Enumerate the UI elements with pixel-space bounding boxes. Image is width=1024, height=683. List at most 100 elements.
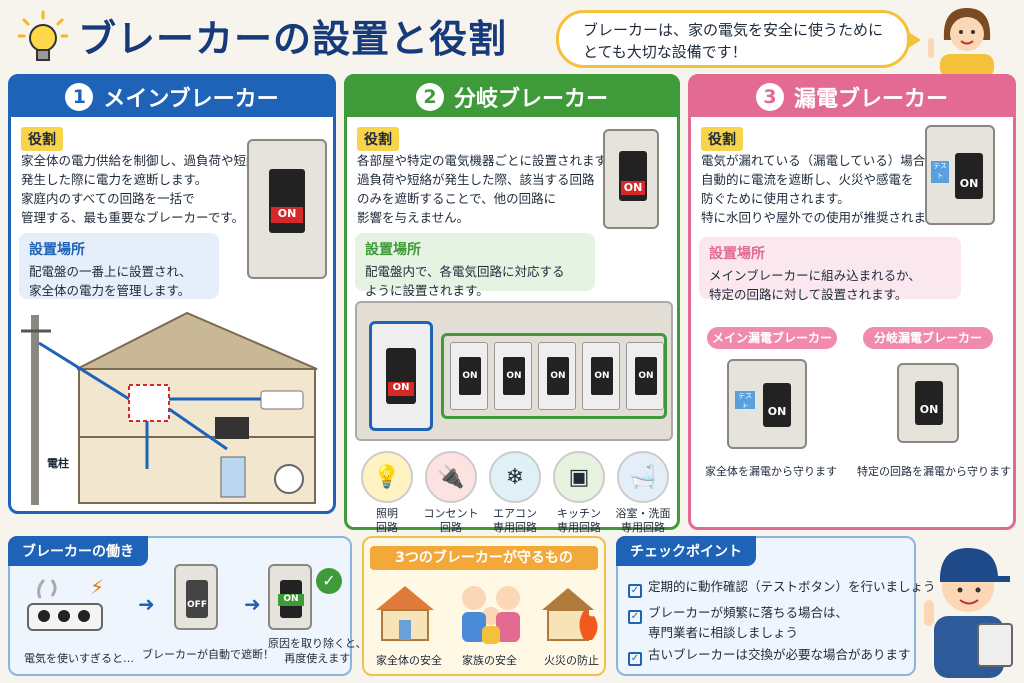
leak-role-text: 電気が漏れている（漏電している）場合に 自動的に電流を遮断し、火災や感電を 防ぐ… xyxy=(701,151,950,227)
breaker-switch: ON xyxy=(591,357,613,395)
text-line: 照明 xyxy=(376,507,398,520)
circuit-icon: 🛁 xyxy=(617,451,669,503)
text-line: 古いブレーカーは交換が必要な場合があります xyxy=(648,647,911,662)
test-button: テスト xyxy=(931,161,949,183)
breaker-switch: ON xyxy=(459,357,481,395)
arrow-icon: ➜ xyxy=(244,592,261,616)
place-tag: 設置場所 xyxy=(365,242,421,258)
text-line: 専用回路 xyxy=(493,521,537,534)
text-line: のみを遮断することで、他の回路に xyxy=(357,191,557,206)
circuit-label: 浴室・洗面専用回路 xyxy=(607,507,679,535)
circuit-label: 照明回路 xyxy=(351,507,423,535)
branch-breaker-unit: ON xyxy=(494,342,532,410)
family-icon xyxy=(462,586,520,644)
text-line: 専用回路 xyxy=(557,521,601,534)
checkbox-icon: ✓ xyxy=(628,610,642,624)
text-line: 家全体の電力供給を制御し、過負荷や短絡が xyxy=(21,153,272,168)
text-line: 自動的に電流を遮断し、火災や感電を xyxy=(701,172,914,187)
text-line: キッチン xyxy=(557,507,601,520)
test-button: テスト xyxy=(735,391,755,410)
branch-breaker-title: 分岐ブレーカー xyxy=(453,87,608,112)
text-line: 家全体の電力を管理します。 xyxy=(29,283,191,298)
text-line: 家庭内のすべての回路を一括で xyxy=(21,191,195,206)
protection-box: 3つのブレーカーが守るもの 家全体の安全 家族の安全 火災の防止 xyxy=(362,536,606,676)
protect-item-2: 家族の安全 xyxy=(462,654,517,667)
breaker-switch xyxy=(955,153,983,199)
leakage-breaker-header: 3 漏電ブレーカー xyxy=(691,77,1013,117)
breaker-on-illustration: ON xyxy=(268,564,312,630)
breaker-switch xyxy=(763,383,791,427)
leakage-breaker-panel: 3 漏電ブレーカー 役割 電気が漏れている（漏電している）場合に 自動的に電流を遮… xyxy=(688,74,1016,530)
circuit-label: エアコン専用回路 xyxy=(479,507,551,535)
panel-number: 2 xyxy=(415,83,444,111)
speech-bubble: ブレーカーは、家の電気を安全に使うために とても大切な設備です！ xyxy=(556,10,921,68)
text-line: ブレーカーが頻繁に落ちる場合は、 xyxy=(648,605,849,620)
checkpoint-item: ✓ 古いブレーカーは交換が必要な場合があります xyxy=(628,646,911,666)
branch-leak-breaker-illustration: ON xyxy=(897,363,959,443)
check-icon: ✓ xyxy=(316,568,342,594)
role-tag: 役割 xyxy=(701,127,743,151)
branch-breaker-unit: ON xyxy=(538,342,576,410)
branch-breaker-header: 2 分岐ブレーカー xyxy=(347,77,677,117)
protection-title: 3つのブレーカーが守るもの xyxy=(370,546,598,570)
breaker-function-box: ブレーカーの働き ⚡ ➜ OFF ➜ ON ✓ 電気を使いすぎると… ブレーカー… xyxy=(8,536,367,676)
leak-breaker-illustration: テスト ON xyxy=(925,125,995,225)
branch-place-box: 設置場所 配電盤内で、各電気回路に対応する ように設置されます。 xyxy=(355,233,595,298)
text-line: 配電盤内で、各電気回路に対応する xyxy=(365,264,565,279)
circuit-label: キッチン専用回路 xyxy=(543,507,615,535)
arrow-icon: ➜ xyxy=(138,592,155,616)
checkpoint-box: チェックポイント ✓定期的に動作確認（テストボタン）を行いましょう ✓ブレーカー… xyxy=(616,536,936,676)
panel-number: 3 xyxy=(755,83,784,111)
fire-house-icon xyxy=(542,588,598,641)
breaker-switch xyxy=(186,580,208,618)
main-leak-breaker-illustration: テスト ON xyxy=(727,359,807,449)
branch-breaker-unit: ON xyxy=(450,342,488,410)
text-line: 影響を与えません。 xyxy=(357,210,470,225)
branch-leak-breaker-label: 分岐漏電ブレーカー xyxy=(863,327,993,349)
circuit-label: コンセント回路 xyxy=(415,507,487,535)
main-breaker-slot: ON xyxy=(369,321,433,431)
breaker-switch: ON xyxy=(547,357,569,395)
leakage-breaker-title: 漏電ブレーカー xyxy=(793,87,948,112)
leak-place-box: 設置場所 メインブレーカーに組み込まれるか、 特定の回路に対して設置されます。 xyxy=(699,237,961,302)
main-breaker-illustration: ON xyxy=(247,139,327,279)
circuit-icon: 🔌 xyxy=(425,451,477,503)
branch-role-text: 各部屋や特定の電気機器ごとに設置されます。 過負荷や短絡が発生した際、該当する回… xyxy=(357,151,618,227)
main-breaker-title: メインブレーカー xyxy=(103,87,279,112)
step3-caption: 原因を取り除くと、再度使えます xyxy=(268,636,367,666)
checkbox-icon: ✓ xyxy=(628,652,642,666)
overloaded-outlet-icon: ⚡ xyxy=(27,575,104,631)
on-indicator: ON xyxy=(919,403,939,416)
step2-caption: ブレーカーが自動で遮断！ xyxy=(142,648,274,661)
house-illustration xyxy=(21,311,318,505)
checkpoint-item: ✓定期的に動作確認（テストボタン）を行いましょう xyxy=(628,578,936,598)
circuit-icon: 💡 xyxy=(361,451,413,503)
branch-breaker-unit: ON xyxy=(582,342,620,410)
text-line: 管理する、最も重要なブレーカーです。 xyxy=(21,210,245,225)
text-line: 電気が漏れている（漏電している）場合に xyxy=(701,153,938,168)
text-line: 各部屋や特定の電気機器ごとに設置されます。 xyxy=(357,153,619,168)
svg-text:⚡: ⚡ xyxy=(90,575,104,599)
main-role-text: 家全体の電力供給を制御し、過負荷や短絡が 発生した際に電力を遮断します。 家庭内… xyxy=(21,151,271,227)
text-line: 定期的に動作確認（テストボタン）を行いましょう xyxy=(648,579,936,594)
text-line: 特定の回路に対して設置されます。 xyxy=(709,287,908,302)
pole-label: 電柱 xyxy=(47,457,69,470)
text-line: 過負荷や短絡が発生した際、該当する回路 xyxy=(357,172,595,187)
text-line: 専門業者に相談しましょう xyxy=(648,625,799,640)
checkpoint-item: ✓ ブレーカーが頻繁に落ちる場合は、専門業者に相談しましょう xyxy=(628,604,848,642)
main-place-box: 設置場所 配電盤の一番上に設置され、 家全体の電力を管理します。 xyxy=(19,233,219,299)
technician-illustration xyxy=(924,548,1013,678)
on-indicator: ON xyxy=(621,181,645,195)
on-indicator: ON xyxy=(271,207,303,223)
step1-caption: 電気を使いすぎると… xyxy=(24,652,134,665)
breaker-switch xyxy=(269,169,305,233)
branch-leak-caption: 特定の回路を漏電から守ります xyxy=(857,465,1011,478)
house-icon xyxy=(376,586,434,641)
woman-guide-illustration xyxy=(928,8,994,78)
lightbulb-icon xyxy=(18,10,68,61)
text-line: メインブレーカーに組み込まれるか、 xyxy=(709,268,921,283)
